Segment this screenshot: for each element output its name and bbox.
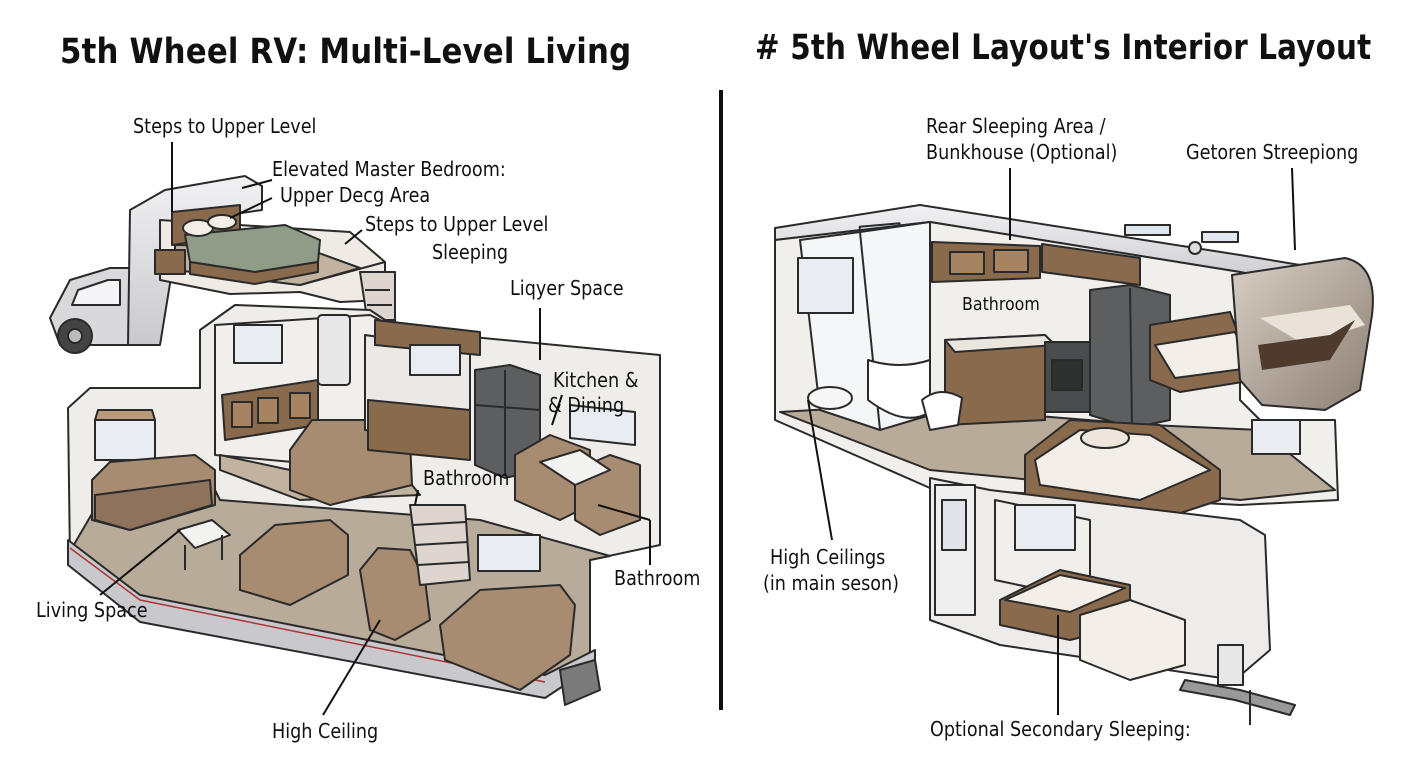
living-sofa (91, 454, 216, 531)
label-rear-sleeping-2: Bunkhouse (Optional) (926, 140, 1118, 164)
label-bathroom-right: Bathroom (614, 566, 701, 590)
right-title: # 5th Wheel Layout's Interior Layout (755, 28, 1372, 68)
label-secondary-sleeping: Optional Secondary Sleeping: (930, 717, 1191, 741)
label-living-space: Living Space (36, 598, 148, 622)
front-cap (127, 175, 263, 346)
label-high-ceiling: High Ceiling (272, 719, 379, 743)
label-kitchen-1: Kitchen & (553, 368, 639, 392)
center-divider (719, 90, 723, 710)
label-master-bedroom-1: Elevated Master Bedroom: (272, 157, 506, 181)
label-liqyer-space: Liqyer Space (510, 276, 624, 300)
left-rv-cutaway (49, 175, 661, 706)
tow-truck (49, 267, 141, 354)
label-kitchen-2: & Dining (548, 393, 625, 417)
label-steps-sleeping-1: Steps to Upper Level (365, 212, 549, 236)
label-high-ceilings-2: (in main seson) (763, 571, 900, 595)
left-leader-lines (99, 142, 651, 716)
label-getoren: Getoren Streepiong (1186, 140, 1359, 164)
label-bathroom-mid: Bathroom (423, 466, 510, 490)
left-title: 5th Wheel RV: Multi-Level Living (60, 32, 632, 72)
label-steps-sleeping-2: Sleeping (432, 240, 509, 264)
right-rv-cutaway (774, 204, 1374, 725)
label-steps-upper: Steps to Upper Level (133, 114, 317, 138)
label-bathroom-right-diagram: Bathroom (962, 294, 1040, 315)
right-leader-lines (807, 167, 1296, 715)
label-high-ceilings-1: High Ceilings (770, 545, 886, 569)
master-bed (171, 204, 321, 285)
label-master-bedroom-2: Upper Decg Area (280, 183, 431, 207)
label-rear-sleeping-1: Rear Sleeping Area / (926, 114, 1106, 138)
